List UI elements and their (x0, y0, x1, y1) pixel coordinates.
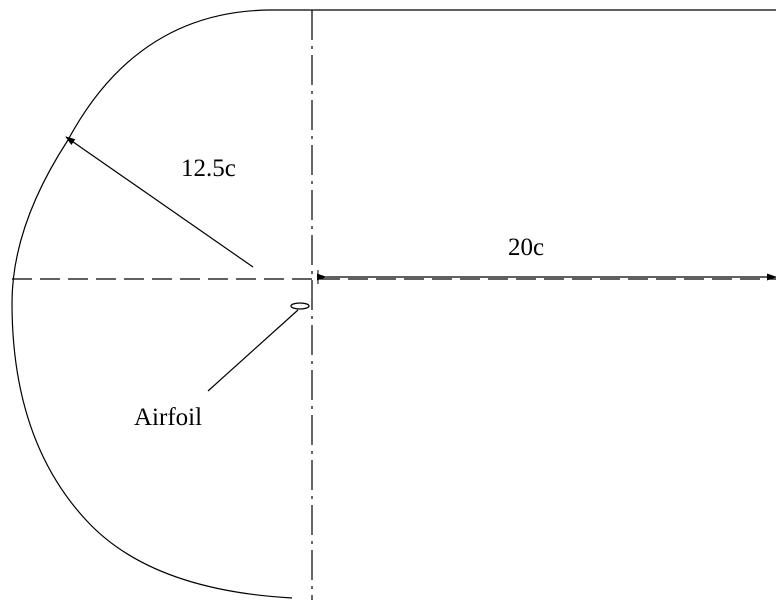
semicircle-inlet-boundary (11, 9, 293, 599)
airfoil-label: Airfoil (134, 404, 202, 431)
airfoil-leader-line (207, 309, 299, 392)
length-label: 20c (508, 234, 544, 261)
radius-arrow (65, 136, 254, 268)
radius-label: 12.5c (181, 155, 236, 182)
airfoil-shape (290, 302, 310, 310)
